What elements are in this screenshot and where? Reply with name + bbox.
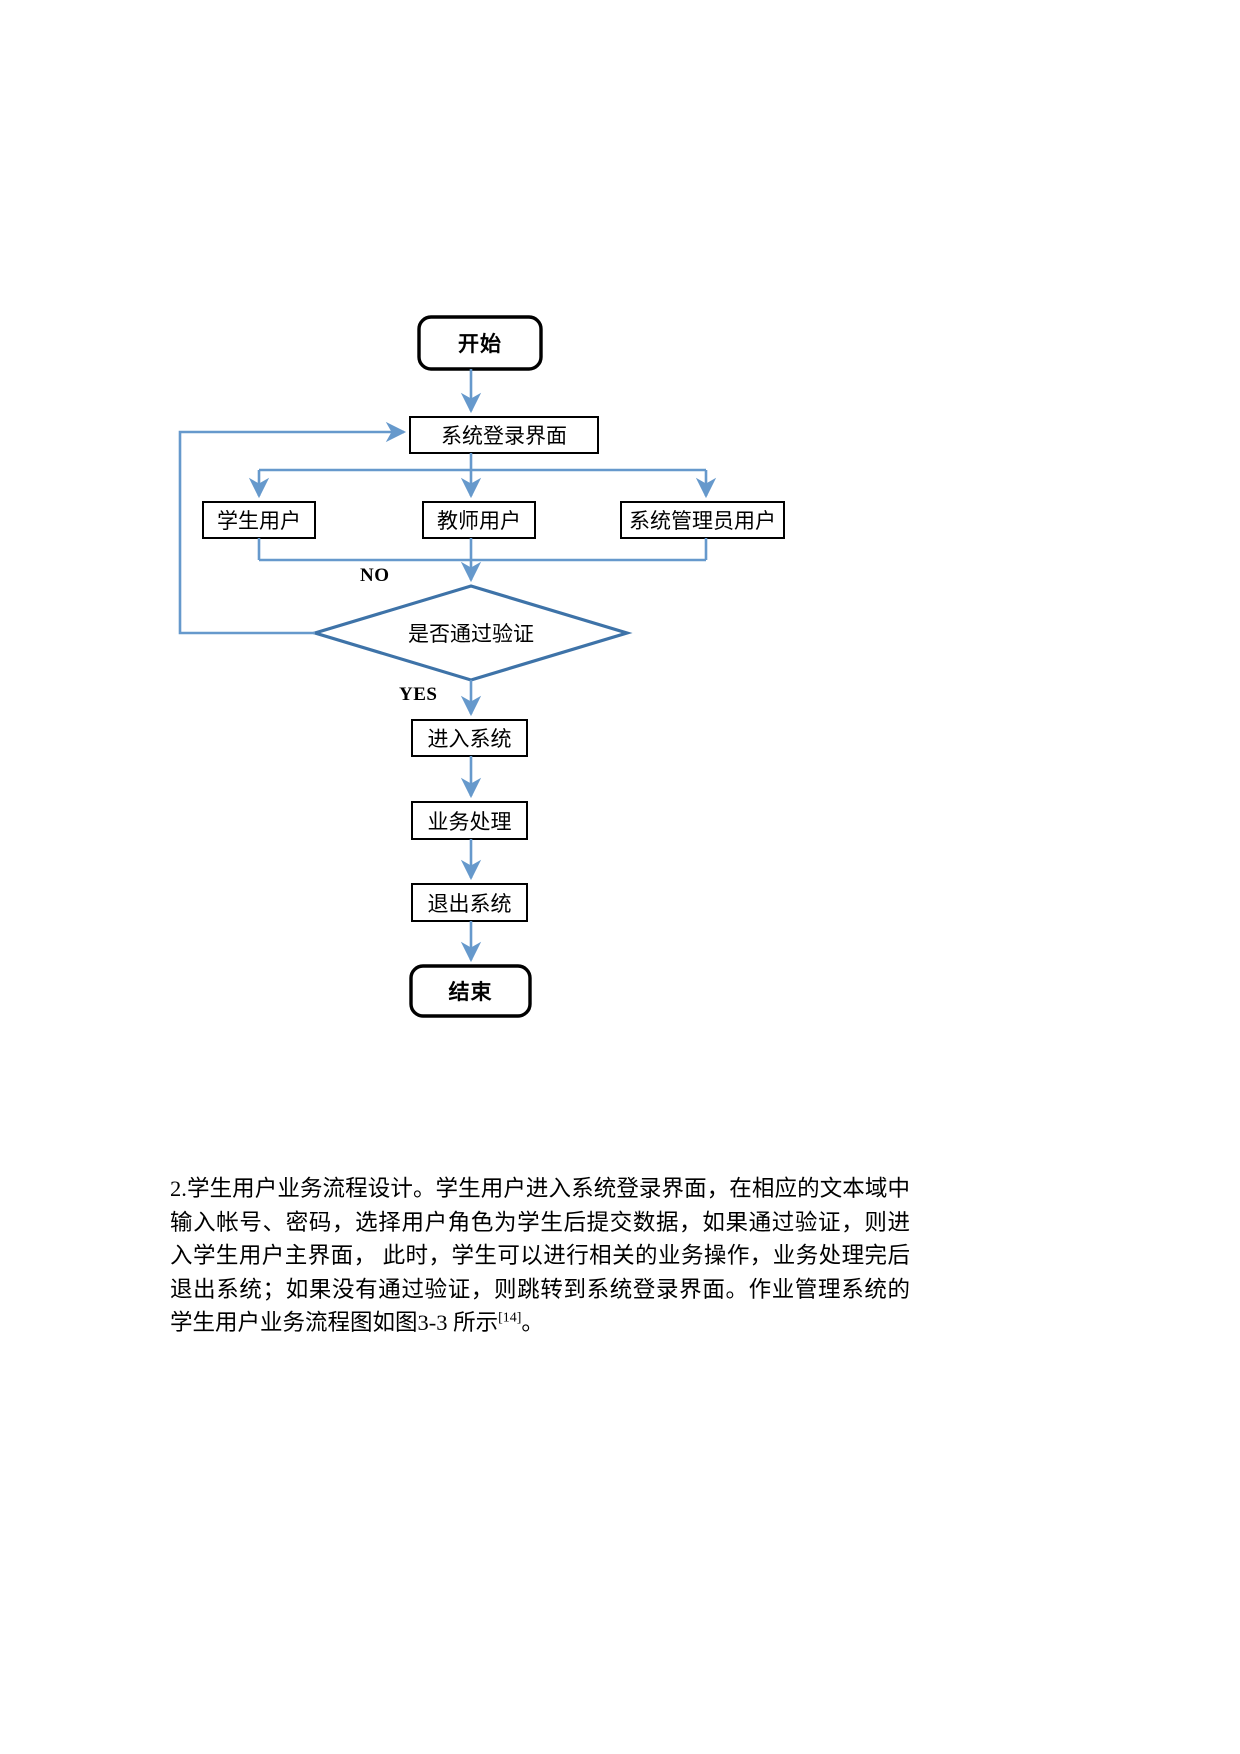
teacher-node-shape [422, 501, 536, 539]
admin-node-shape [620, 501, 785, 539]
flowchart-diagram: 开始 系统登录界面 学生用户 教师用户 系统管理员用户 是否通过验证 进入系统 … [178, 315, 785, 1018]
student-node-shape [202, 501, 316, 539]
body-paragraph-block: 2.学生用户业务流程设计。学生用户进入系统登录界面，在相应的文本域中输入帐号、密… [170, 1172, 910, 1340]
start-node-shape [417, 315, 543, 371]
branch-label-no: NO [360, 565, 390, 586]
enter-system-node-shape [411, 719, 528, 757]
paragraph-main-text: 2.学生用户业务流程设计。学生用户进入系统登录界面，在相应的文本域中输入帐号、密… [170, 1176, 910, 1335]
reference-marker: [14] [498, 1310, 522, 1326]
paragraph-terminator: 。 [521, 1310, 544, 1335]
branch-label-yes: YES [399, 684, 438, 705]
edge-no-feedback [178, 421, 407, 635]
business-node-shape [411, 801, 528, 840]
end-node-shape [409, 964, 532, 1018]
login-node-shape [409, 416, 599, 454]
exit-system-node-shape [411, 883, 528, 922]
decision-node-shape [309, 584, 633, 682]
paragraph-student-flow: 2.学生用户业务流程设计。学生用户进入系统登录界面，在相应的文本域中输入帐号、密… [170, 1172, 910, 1340]
flowchart-svg [178, 315, 785, 1018]
